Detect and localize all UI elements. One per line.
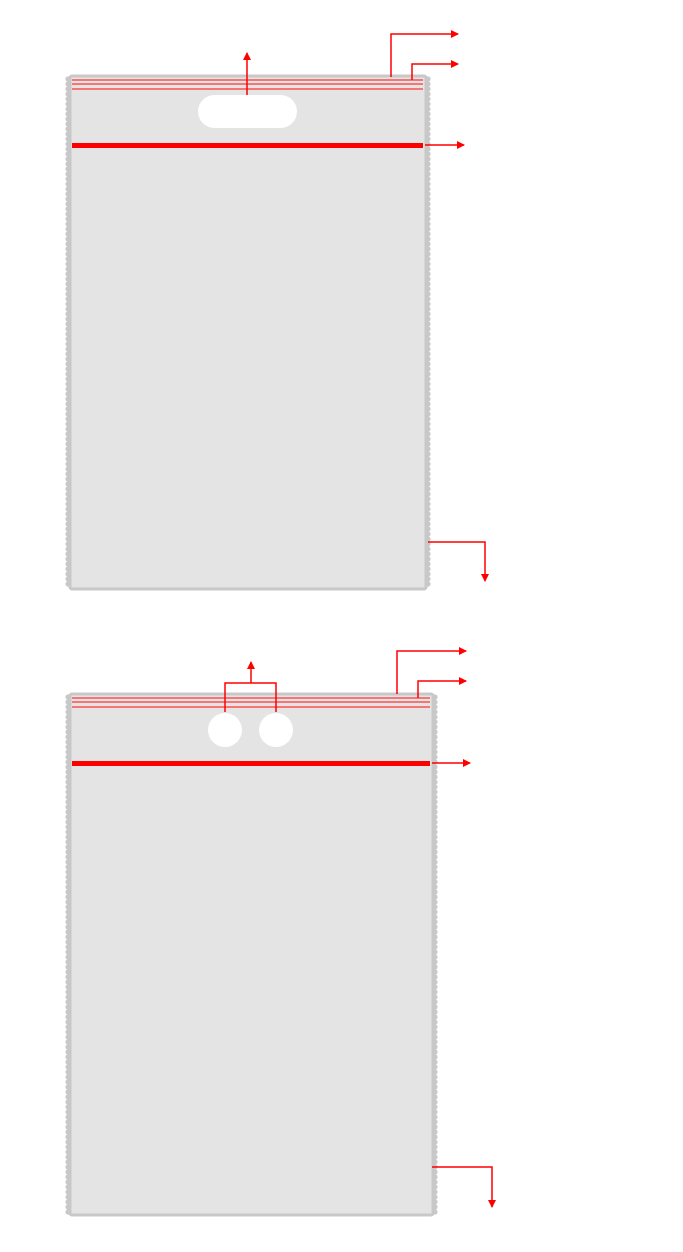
arrow-tear-line <box>411 60 459 80</box>
zipper-band <box>72 761 430 766</box>
arrow-bottom <box>428 541 489 582</box>
zipper-band <box>72 143 423 148</box>
bag-body <box>68 74 428 591</box>
arrow-tear-line <box>417 677 467 698</box>
slot-hole <box>198 95 297 128</box>
arrow-bottom <box>432 1166 496 1208</box>
arrow-top-seal <box>396 647 467 694</box>
round-hole <box>208 713 242 747</box>
round-hole <box>259 713 293 747</box>
bag-slot-handle <box>65 30 489 591</box>
bag-double-hole <box>65 647 496 1217</box>
bag-body <box>68 692 435 1217</box>
arrow-top-seal <box>390 30 459 77</box>
